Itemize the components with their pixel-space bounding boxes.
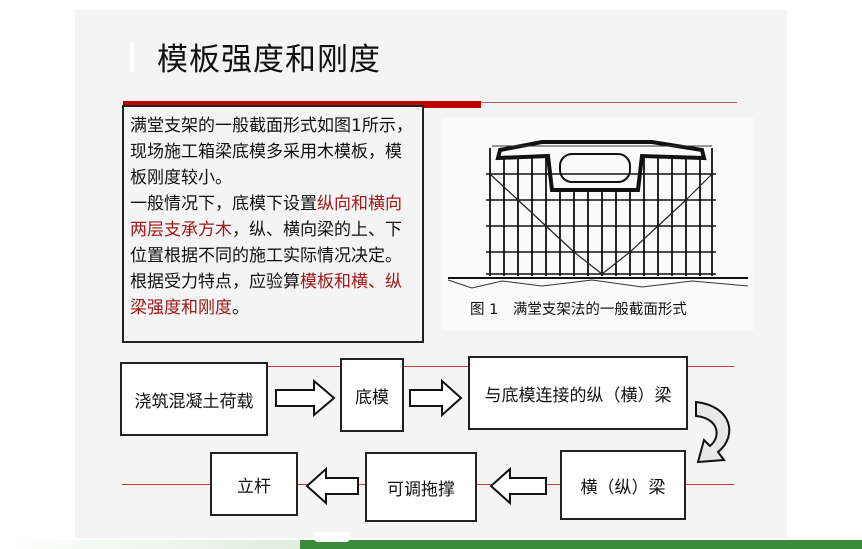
guide-line-top	[122, 366, 734, 367]
title-marker	[130, 42, 134, 72]
slide-nav-tab[interactable]	[314, 532, 350, 542]
figure-caption: 图 1 满堂支架法的一般截面形式	[470, 302, 687, 318]
paragraph-2-highlight: 纵向和横向两层支承方木	[130, 194, 402, 240]
flow-box-adjustable-support: 可调拖撑	[365, 452, 477, 522]
arrow-left-1-icon	[489, 466, 547, 506]
paragraph-2: 一般情况下，底模下设置纵向和横向两层支承方木，纵、横向梁的上、下位置根据不同的施…	[130, 191, 416, 269]
bottom-accent-strip	[0, 540, 862, 549]
arrow-right-2-icon	[409, 378, 463, 418]
curved-arrow-down-icon	[695, 400, 731, 464]
scaffold-drawing	[442, 118, 754, 330]
flow-box-upright-pole: 立杆	[210, 452, 298, 516]
scaffold-section-figure	[442, 118, 754, 330]
paragraph-3: 根据受力特点，应验算模板和横、纵梁强度和刚度。	[130, 269, 416, 321]
bottom-strip-fade	[0, 540, 300, 549]
title-underline-accent	[123, 101, 481, 108]
arrow-right-1-icon	[275, 378, 336, 418]
flow-box-cross-beam: 横（纵）梁	[560, 450, 686, 520]
paragraph-3-text-end: 。	[232, 298, 249, 318]
flow-box-connected-beam: 与底模连接的纵（横）梁	[468, 356, 688, 430]
paragraph-3-highlight: 模板和横、纵梁强度和刚度	[130, 272, 402, 318]
paragraph-2-text-end: ，纵、横向梁的上、下位置根据不同的施工实际情况决定。	[130, 220, 402, 266]
arrow-left-2-icon	[305, 466, 359, 506]
paragraph-1: 满堂支架的一般截面形式如图1所示，现场施工箱梁底模多采用木模板，模板刚度较小。	[130, 116, 413, 188]
paragraph-2-text: 一般情况下，底模下设置	[130, 194, 317, 214]
flow-box-concrete-load: 浇筑混凝土荷载	[120, 362, 268, 436]
slide-title: 模板强度和刚度	[157, 42, 381, 78]
title-underline-thin	[481, 102, 737, 103]
paragraph-3-text: 根据受力特点，应验算	[130, 272, 300, 292]
flow-box-bottom-form: 底模	[340, 358, 404, 432]
explanation-textbox: 满堂支架的一般截面形式如图1所示，现场施工箱梁底模多采用木模板，模板刚度较小。 …	[122, 105, 424, 343]
